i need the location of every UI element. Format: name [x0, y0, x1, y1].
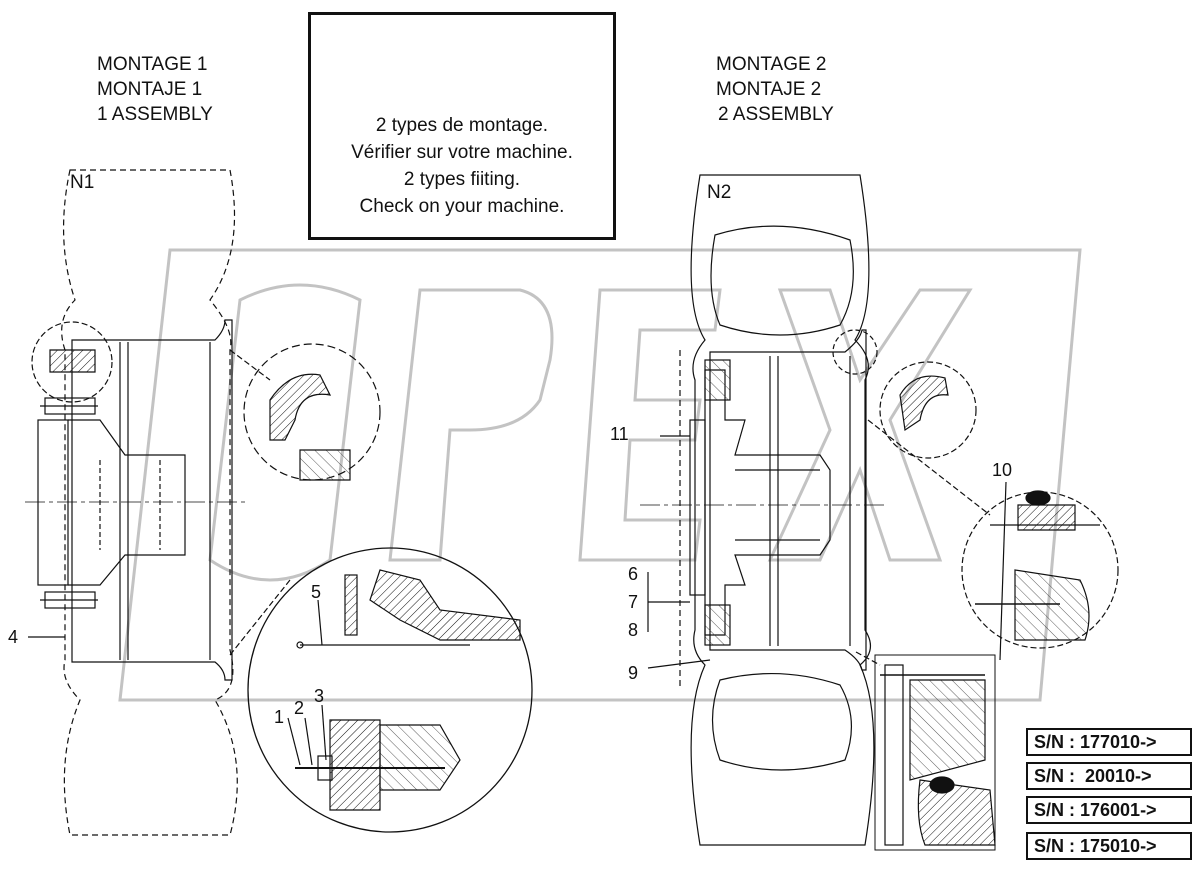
assembly-1-figure-label: N1	[70, 172, 95, 193]
assembly-2-drawing	[640, 174, 1119, 851]
callout-2: 2	[294, 698, 305, 718]
assembly-1-drawing	[25, 169, 533, 836]
assembly-1-title-es: MONTAJE 1	[97, 79, 203, 100]
callout-10: 10	[992, 460, 1013, 480]
serial-number-box: S/N : 176001->	[1026, 796, 1192, 824]
warning-notice-box: 2 types de montage. Vérifier sur votre m…	[308, 12, 616, 240]
callout-7: 7	[628, 592, 639, 612]
assembly-2-figure-label: N2	[707, 182, 732, 203]
assembly-1-title-fr: MONTAGE 1	[97, 54, 208, 75]
assembly-2-title-es: MONTAJE 2	[716, 79, 822, 100]
callout-1: 1	[274, 707, 285, 727]
assembly-2-title-en: 2 ASSEMBLY	[718, 104, 834, 125]
callout-8: 8	[628, 620, 639, 640]
notice-line-2: Vérifier sur votre machine.	[351, 142, 573, 163]
watermark-logo	[118, 248, 1082, 702]
serial-number-box: S/N : 175010->	[1026, 832, 1192, 860]
callout-9: 9	[628, 663, 639, 683]
callout-3: 3	[314, 686, 325, 706]
serial-number-box: S/N : 177010->	[1026, 728, 1192, 756]
assembly-2-title-fr: MONTAGE 2	[716, 54, 827, 75]
callout-6: 6	[628, 564, 639, 584]
callout-11: 11	[610, 424, 629, 444]
assembly-1-title-en: 1 ASSEMBLY	[97, 104, 213, 125]
notice-line-1: 2 types de montage.	[375, 115, 549, 136]
notice-line-3: 2 types fiiting.	[403, 169, 521, 190]
callout-4: 4	[8, 627, 19, 647]
serial-number-box: S/N : 20010->	[1026, 762, 1192, 790]
notice-line-4: Check on your machine.	[359, 196, 565, 217]
callout-5: 5	[311, 582, 322, 602]
